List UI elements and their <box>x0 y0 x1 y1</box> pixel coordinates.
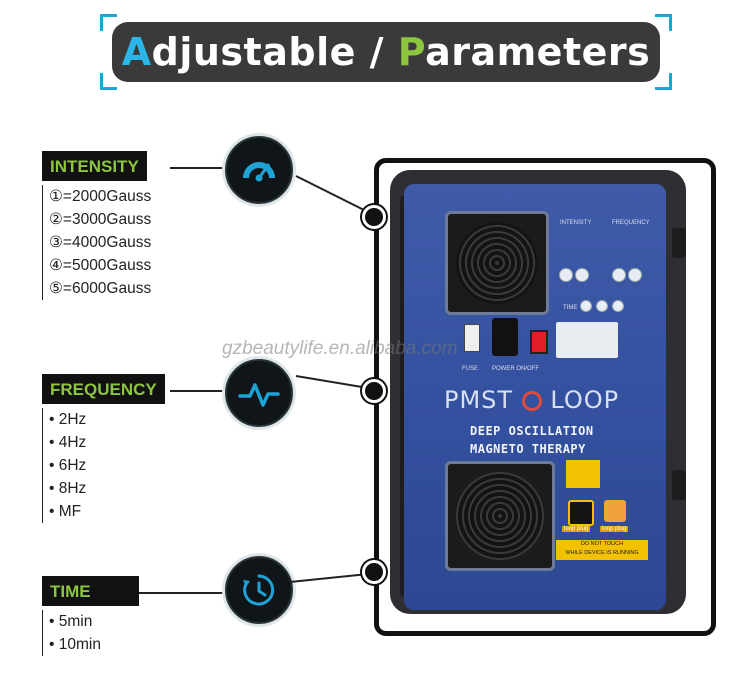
intensity-icon-badge <box>222 133 296 207</box>
device-subtitle-2: MAGNETO THERAPY <box>470 442 586 456</box>
device-brand: PMST LOOP <box>444 386 620 414</box>
time-button[interactable] <box>580 300 592 312</box>
power-switch[interactable] <box>530 330 548 354</box>
list-item: • 10min <box>49 636 101 653</box>
time-label: TIME <box>42 576 139 606</box>
connector-line <box>170 167 226 169</box>
fuse-label: FUSE <box>462 366 479 372</box>
connector-line <box>170 390 226 392</box>
spec-label <box>556 322 618 358</box>
frequency-up-button[interactable] <box>628 268 642 282</box>
case-latch <box>672 470 686 500</box>
loop-plug-socket <box>568 500 594 526</box>
frequency-section: FREQUENCY • 2Hz • 4Hz • 6Hz • 8Hz • MF <box>42 374 165 523</box>
list-item: • 8Hz <box>49 480 87 497</box>
loop-plug-label: loop plug <box>562 526 591 532</box>
warning-bar: DO NOT TOUCH WHILE DEVICE IS RUNNING <box>556 540 648 560</box>
loop-plug-label: loop plug <box>600 526 629 532</box>
list-item: ④=5000Gauss <box>49 257 152 274</box>
title-bar: Adjustable / Parameters <box>112 22 660 82</box>
intensity-down-button[interactable] <box>559 268 573 282</box>
loop-logo-icon <box>521 391 542 411</box>
time-control-label: TIME <box>563 305 578 311</box>
loop-plug-socket <box>604 500 626 522</box>
corner-bracket <box>655 73 672 90</box>
device-subtitle-1: DEEP OSCILLATION <box>470 424 594 438</box>
intensity-label: INTENSITY <box>42 151 147 181</box>
time-button[interactable] <box>596 300 608 312</box>
warning-sticker <box>566 460 600 488</box>
intensity-up-button[interactable] <box>575 268 589 282</box>
frequency-control-label: FREQUENCY <box>612 220 650 226</box>
frequency-icon-badge <box>222 356 296 430</box>
time-button[interactable] <box>612 300 624 312</box>
connector-dot <box>362 379 386 403</box>
connector-dot <box>362 560 386 584</box>
list-item: ③=4000Gauss <box>49 234 152 251</box>
intensity-list: ①=2000Gauss ②=3000Gauss ③=4000Gauss ④=50… <box>42 185 151 300</box>
case-latch <box>672 228 686 258</box>
page-title: Adjustable / Parameters <box>121 30 651 74</box>
connector-line <box>139 592 226 594</box>
gauge-icon <box>243 162 275 182</box>
connector-dot <box>362 205 386 229</box>
cooling-fan <box>445 211 549 315</box>
frequency-down-button[interactable] <box>612 268 626 282</box>
fuse-holder <box>464 324 480 352</box>
list-item: • 5min <box>49 613 93 630</box>
time-list: • 5min • 10min <box>42 610 139 656</box>
corner-bracket <box>100 73 117 90</box>
list-item: • 6Hz <box>49 457 87 474</box>
time-icon-badge <box>222 553 296 627</box>
pulse-wave-icon <box>238 383 280 407</box>
title-banner: Adjustable / Parameters <box>100 14 672 90</box>
frequency-list: • 2Hz • 4Hz • 6Hz • 8Hz • MF <box>42 408 165 523</box>
power-socket <box>492 318 518 356</box>
list-item: ⑤=6000Gauss <box>49 280 152 297</box>
list-item: ②=3000Gauss <box>49 211 152 228</box>
list-item: • 2Hz <box>49 411 87 428</box>
cooling-fan <box>445 461 555 571</box>
corner-bracket <box>655 14 672 31</box>
list-item: • MF <box>49 503 82 520</box>
power-label: POWER ON/OFF <box>492 366 539 372</box>
intensity-control-label: INTENSITY <box>560 220 592 226</box>
time-section: TIME • 5min • 10min <box>42 576 139 656</box>
watermark: gzbeautylife.en.alibaba.com <box>222 338 458 359</box>
frequency-label: FREQUENCY <box>42 374 165 404</box>
timer-clock-icon <box>243 574 275 606</box>
list-item: • 4Hz <box>49 434 87 451</box>
intensity-section: INTENSITY ①=2000Gauss ②=3000Gauss ③=4000… <box>42 151 151 300</box>
corner-bracket <box>100 14 117 31</box>
list-item: ①=2000Gauss <box>49 188 152 205</box>
